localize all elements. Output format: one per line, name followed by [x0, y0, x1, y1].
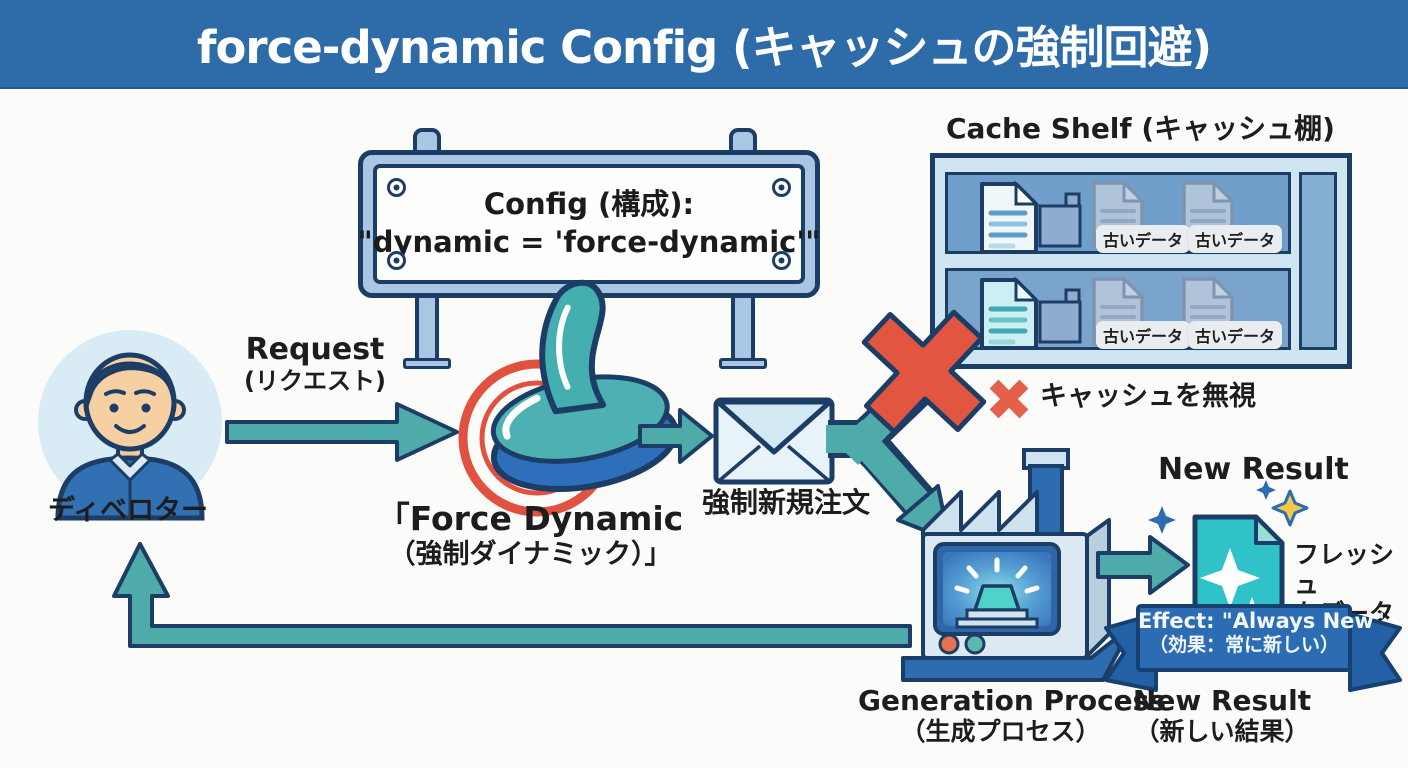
machine-button-teal [964, 633, 986, 655]
shelf-side-column [1299, 172, 1337, 350]
screw-icon [387, 251, 406, 270]
sign-foot-left [403, 358, 451, 369]
developer-label: ディベロター [47, 495, 209, 526]
sparkle-icon [1271, 489, 1309, 527]
cache-shelf-title: Cache Shelf (キャッシュ棚) [946, 112, 1335, 145]
request-label-en: Request [245, 332, 385, 367]
screw-icon [772, 178, 791, 197]
cache-blocked-x-icon [861, 309, 987, 435]
page-title: force-dynamic Config (キャッシュの強制回避) [196, 21, 1212, 74]
machine-button-red [938, 633, 960, 655]
effect-ribbon-text: Effect: "Always New" （効果：常に新しい） [1138, 608, 1385, 658]
new-result-heading: New Result [1158, 452, 1349, 487]
title-banner: force-dynamic Config (キャッシュの強制回避) [0, 0, 1408, 89]
return-arrow [112, 542, 912, 648]
fresh-data-line-1: フレッシュ [1294, 540, 1395, 599]
stamp-to-envelope-arrow [638, 408, 714, 464]
force-dynamic-label-en: 「Force Dynamic [376, 499, 684, 538]
force-dynamic-label-jp: （強制ダイナミック）」 [388, 538, 672, 570]
screw-icon [772, 251, 791, 270]
effect-line-1: Effect: "Always New" [1138, 609, 1385, 633]
request-label: Request (リクエスト) [225, 332, 405, 396]
generation-process-en: Generation Process [858, 684, 1166, 717]
config-sign: Config (構成): "dynamic = 'force-dynamic'" [358, 150, 820, 298]
screw-icon [387, 178, 406, 197]
small-x-icon [989, 379, 1029, 419]
effect-line-2: （効果：常に新しい） [1148, 634, 1339, 657]
sign-leg-right [731, 294, 755, 364]
config-line-2: "dynamic = 'force-dynamic'" [357, 225, 821, 259]
developer-avatar [38, 330, 222, 521]
stale-data-badge: 古いデータ [1188, 225, 1283, 253]
file-box-icon [1038, 288, 1082, 344]
config-line-1: Config (構成): [483, 187, 695, 222]
config-sign-panel: Config (構成): "dynamic = 'force-dynamic'" [358, 164, 820, 284]
ignore-cache-label: キャッシュを無視 [1040, 381, 1256, 412]
envelope-label: 強制新規注文 [701, 486, 870, 519]
sign-foot-right [719, 358, 767, 369]
effect-ribbon [1104, 604, 1402, 692]
cached-document-icon [980, 276, 1040, 350]
machine-to-result-arrow [1096, 535, 1190, 595]
request-label-jp: (リクエスト) [244, 367, 386, 396]
force-dynamic-label: 「Force Dynamic （強制ダイナミック）」 [325, 499, 735, 571]
new-result-en: New Result [1132, 684, 1312, 717]
file-box-icon [1038, 192, 1082, 248]
stale-data-badge: 古いデータ [1096, 225, 1191, 253]
stale-data-badge: 古いデータ [1188, 321, 1283, 349]
shelf-row-top: 古いデータ 古いデータ [945, 172, 1291, 254]
sparkle-icon [1148, 506, 1176, 534]
sparkle-icon [1256, 480, 1276, 500]
siren-lamp-icon [973, 584, 1021, 612]
force-dynamic-stamp-icon [458, 279, 679, 517]
siren-rays [954, 557, 1040, 594]
generation-process-jp: （生成プロセス） [900, 717, 1101, 747]
new-result-jp: （新しい結果） [1134, 717, 1310, 747]
sparkle-icon [1200, 548, 1260, 608]
stale-data-badge: 古いデータ [1096, 321, 1191, 349]
generation-machine-icon [901, 448, 1121, 682]
new-result-caption: New Result （新しい結果） [1127, 684, 1317, 747]
shelf-row-bottom: 古いデータ 古いデータ [945, 268, 1291, 350]
request-arrow [225, 402, 459, 462]
cache-shelf: 古いデータ 古いデータ [930, 153, 1352, 369]
generation-process-label: Generation Process （生成プロセス） [858, 684, 1166, 747]
sign-leg-left [415, 294, 439, 364]
cached-document-icon [980, 180, 1040, 254]
envelope-icon [713, 397, 835, 485]
